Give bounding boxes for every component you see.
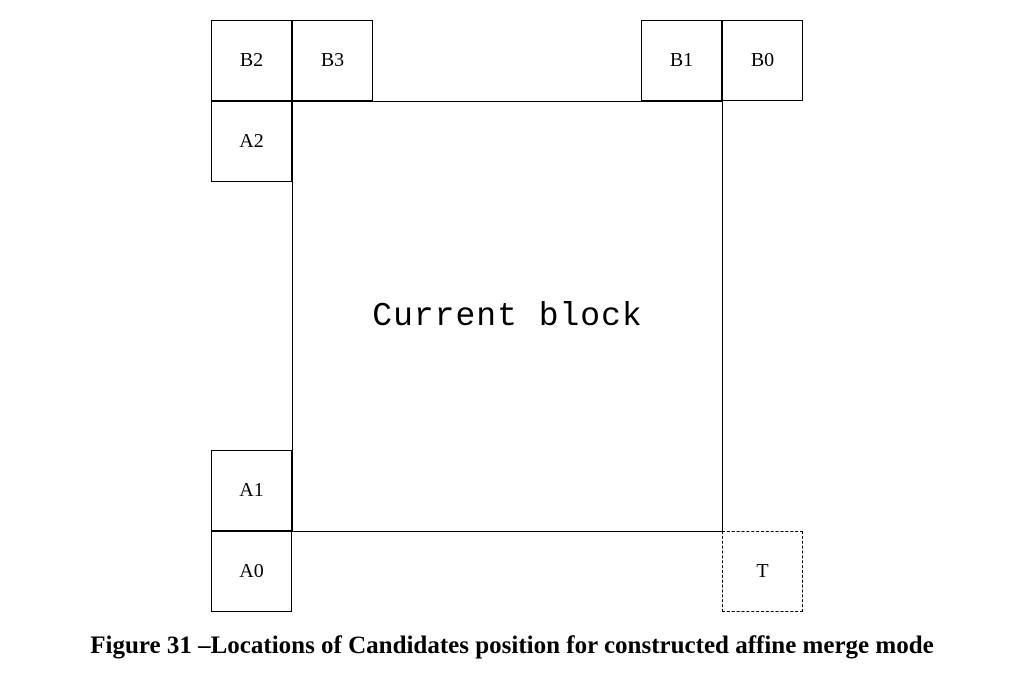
current-block: Current block bbox=[292, 101, 723, 532]
candidate-a2: A2 bbox=[211, 101, 292, 182]
candidate-b0: B0 bbox=[722, 20, 803, 101]
candidate-b3: B3 bbox=[292, 20, 373, 101]
candidate-t-temporal: T bbox=[722, 531, 803, 612]
candidate-a0-label: A0 bbox=[239, 560, 264, 582]
candidate-b2: B2 bbox=[211, 20, 292, 101]
candidate-a1: A1 bbox=[211, 450, 292, 531]
candidate-b0-label: B0 bbox=[750, 49, 775, 71]
current-block-label: Current block bbox=[372, 298, 643, 335]
candidate-t-label: T bbox=[756, 560, 769, 582]
figure-caption: Figure 31 –Locations of Candidates posit… bbox=[90, 632, 934, 659]
candidate-b1-label: B1 bbox=[669, 49, 694, 71]
candidate-b3-label: B3 bbox=[320, 49, 345, 71]
candidate-a1-label: A1 bbox=[239, 479, 264, 501]
candidate-b1: B1 bbox=[641, 20, 722, 101]
candidate-a2-label: A2 bbox=[239, 130, 264, 152]
candidate-b2-label: B2 bbox=[239, 49, 264, 71]
candidate-a0: A0 bbox=[211, 531, 292, 612]
